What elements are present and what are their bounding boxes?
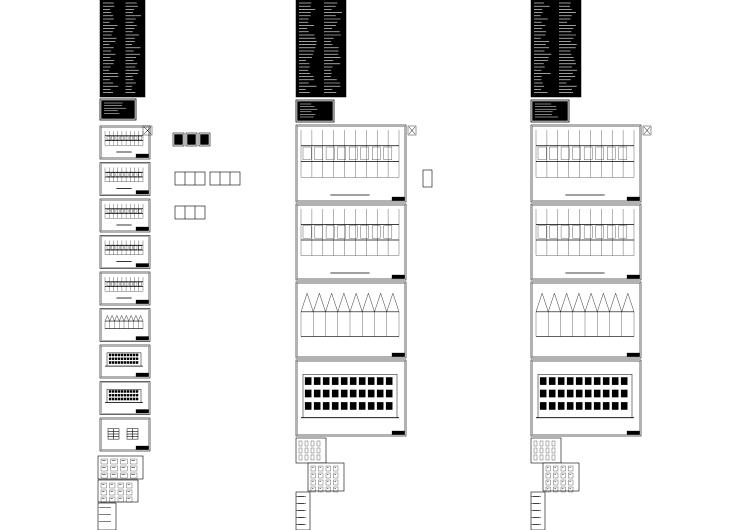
legend-outline-squares-c	[174, 205, 206, 220]
middle-sheet-elevations	[295, 359, 407, 437]
left-sheet-notes-small	[99, 98, 137, 121]
legend-area	[172, 132, 433, 220]
left-sheet-detail-2	[97, 479, 139, 503]
middle-sheet-notes-dark	[295, 0, 347, 98]
left-sheet-notes-dark	[99, 0, 146, 98]
right-sheet-roof-section	[530, 281, 642, 359]
right-sheet-plan-2	[530, 203, 642, 281]
left-sheet-5	[99, 271, 151, 306]
middle-sheet-detail-3	[295, 491, 311, 530]
left-sheet-8	[99, 381, 151, 415]
left-sheet-detail-3	[97, 502, 117, 530]
left-sheet-9	[99, 417, 151, 452]
middle-sheet-plan-1	[295, 124, 407, 203]
middle-sheet-detail-2	[307, 462, 345, 493]
left-sheet-1	[99, 125, 151, 160]
north-arrow-icon	[142, 125, 153, 136]
left-sheet-3	[99, 198, 151, 233]
left-sheet-4	[99, 235, 151, 269]
legend-single-box	[422, 169, 433, 188]
right-north-arrow-icon	[642, 125, 652, 136]
right-sheet-detail-3	[530, 491, 546, 530]
left-sheet-detail-1	[97, 455, 144, 480]
left-sheet-7	[99, 344, 151, 379]
right-sheet-plan-1	[530, 124, 642, 203]
right-sheet-detail-1	[530, 437, 562, 464]
legend-outline-squares-b	[209, 171, 241, 186]
right-sheet-notes-small	[530, 99, 570, 123]
left-sheet-6	[99, 308, 151, 342]
column-left	[97, 0, 153, 530]
right-sheet-detail-2	[542, 462, 580, 493]
legend-filled-squares	[172, 132, 211, 147]
middle-sheet-roof-section	[295, 281, 407, 359]
column-right	[530, 0, 652, 530]
right-sheet-elevations	[530, 359, 642, 437]
middle-sheet-plan-2	[295, 203, 407, 281]
middle-north-arrow-icon	[407, 125, 417, 136]
left-sheet-2	[99, 162, 151, 196]
middle-sheet-notes-small	[295, 99, 335, 123]
column-middle	[295, 0, 417, 530]
middle-sheet-detail-1	[295, 437, 327, 464]
legend-outline-squares-a	[174, 171, 206, 186]
right-sheet-notes-dark	[530, 0, 582, 98]
